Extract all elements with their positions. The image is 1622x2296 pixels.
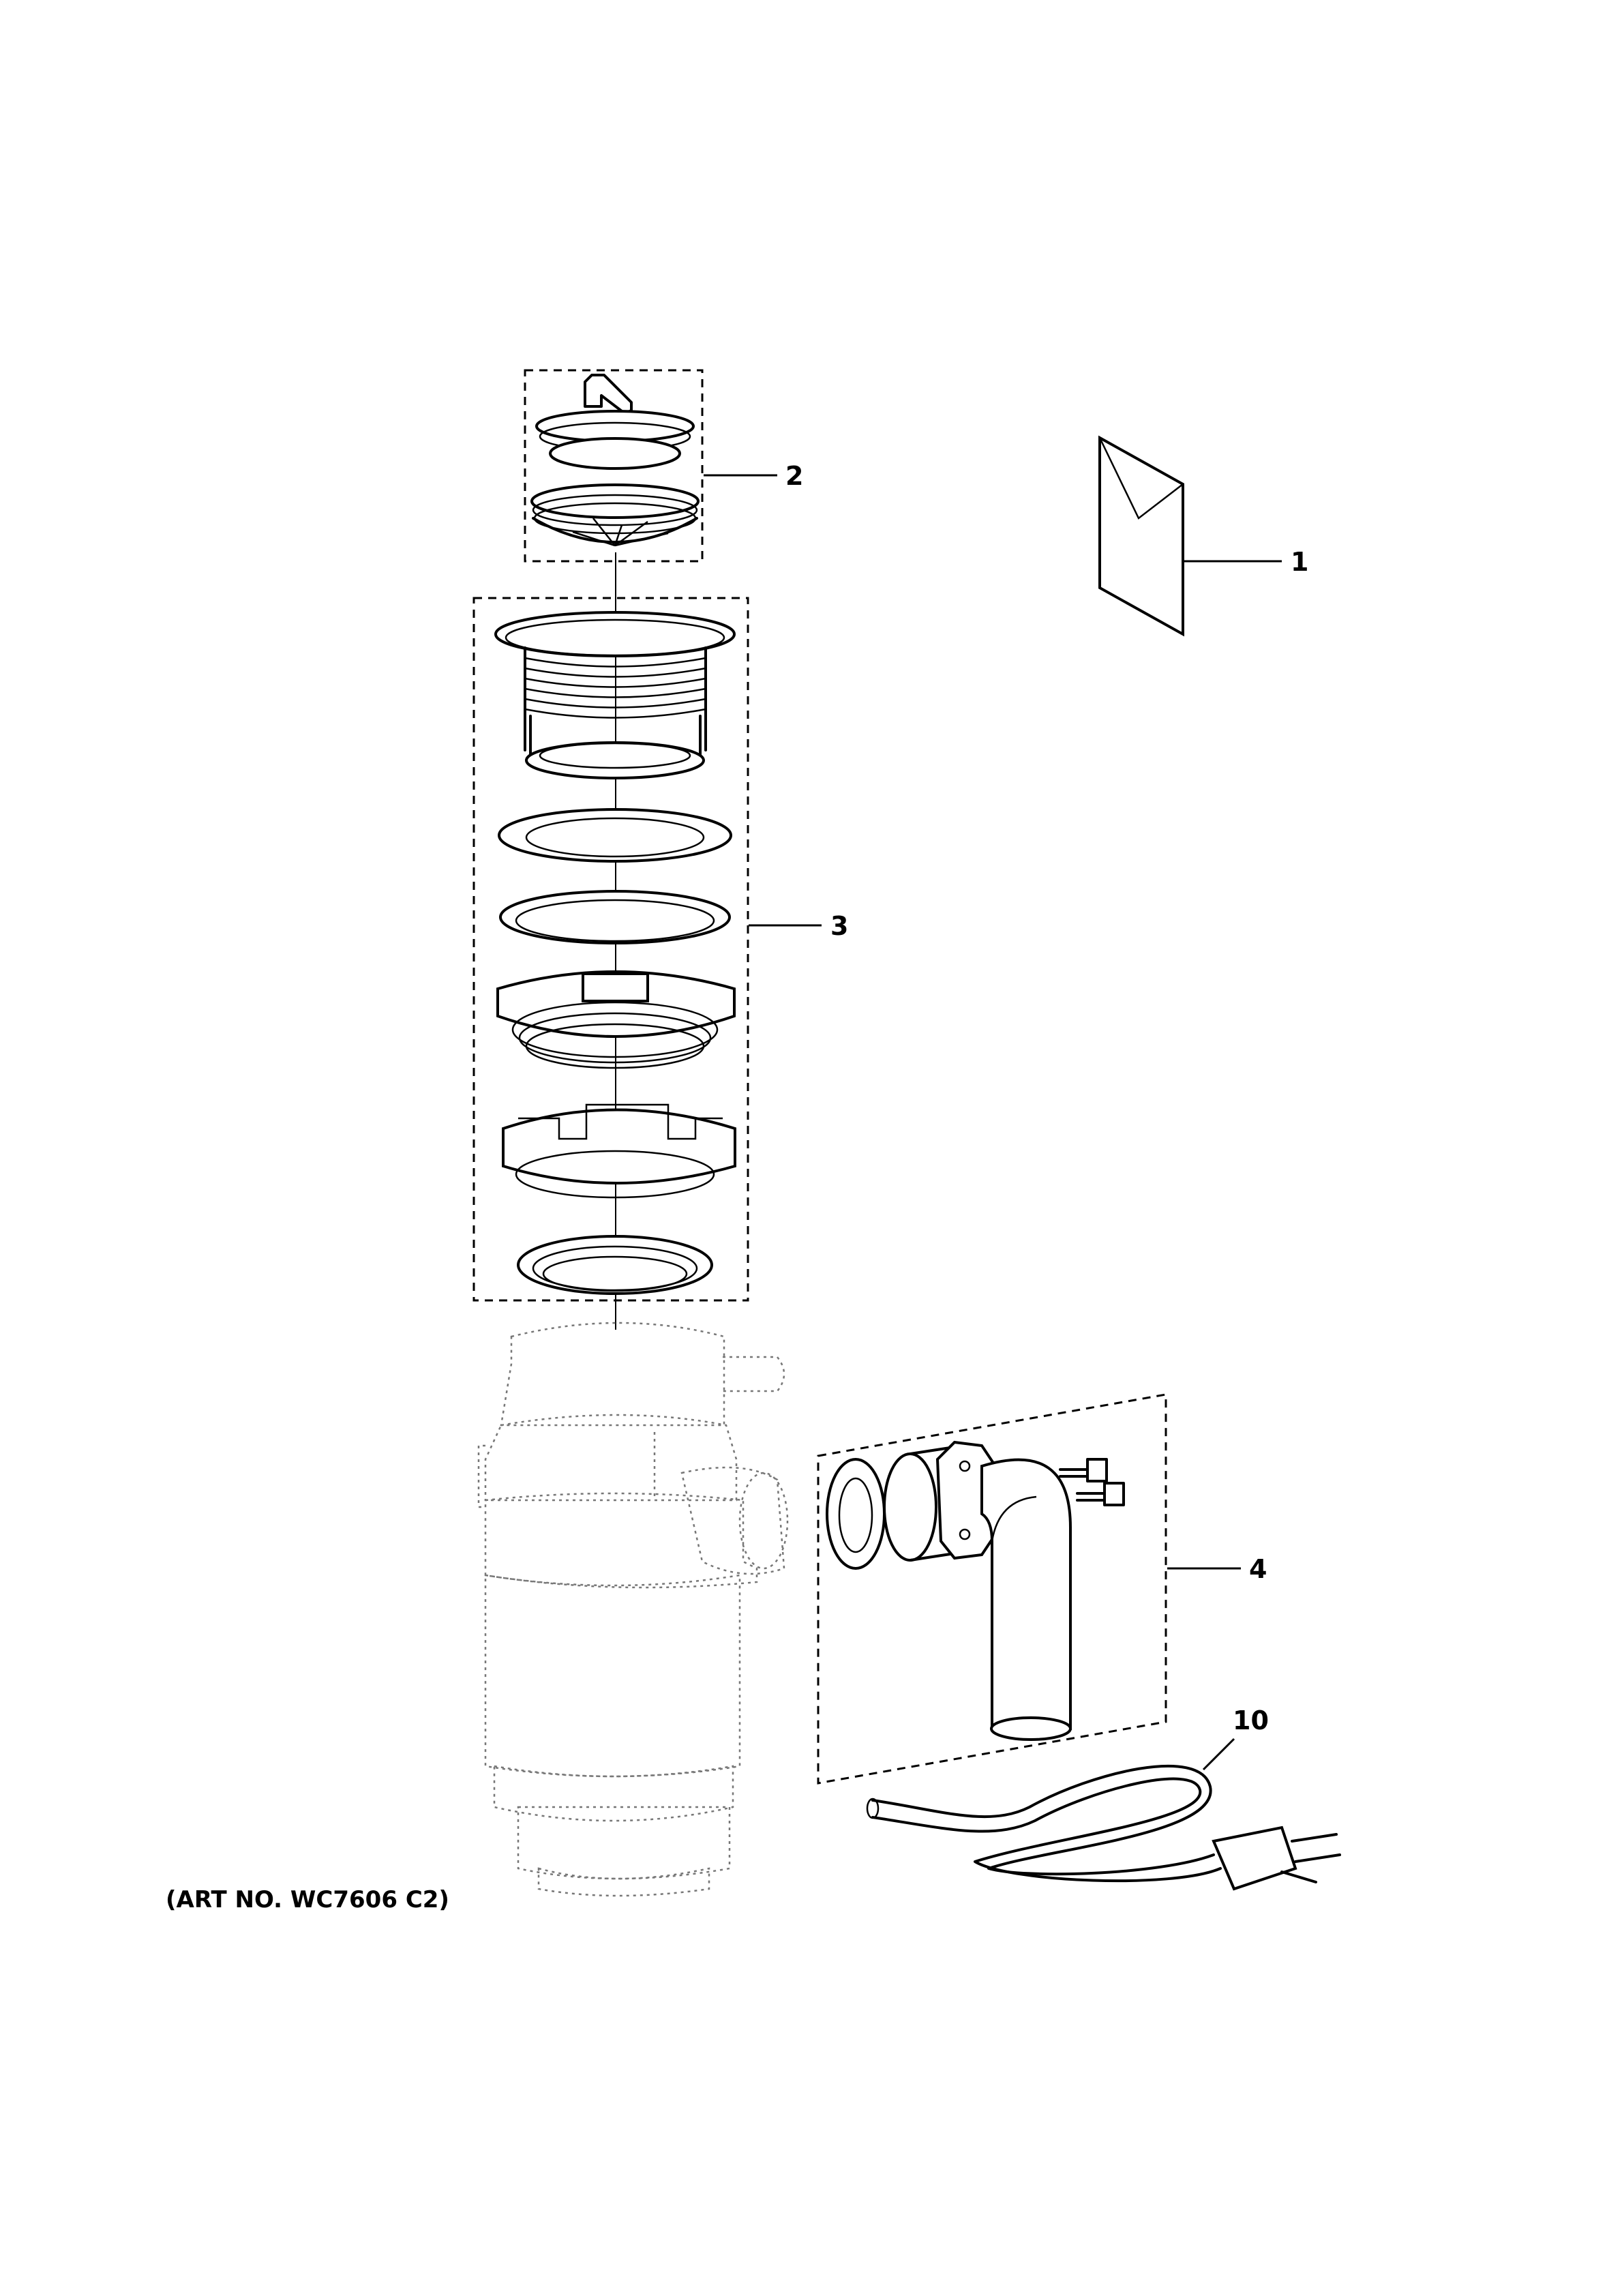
part-3-mounting-assembly: [472, 597, 822, 1302]
callout-4: 4: [1249, 1554, 1267, 1584]
callout-2: 2: [785, 461, 803, 491]
group-box-2: [524, 369, 704, 563]
group-box-4: [817, 1393, 1167, 1785]
callout-1: 1: [1291, 547, 1308, 577]
leader-line-10: [1202, 1738, 1235, 1771]
disposer-body-ghost: [477, 1322, 789, 1897]
art-number: (ART NO. WC7606 C2): [166, 1886, 449, 1913]
group-box-3: [472, 597, 749, 1302]
callout-3: 3: [830, 911, 848, 941]
part-10-power-cord: [866, 1738, 1341, 1891]
part-4-discharge-kit: [817, 1393, 1241, 1785]
part-2-stopper-group: [524, 369, 777, 563]
callout-10: 10: [1233, 1705, 1269, 1735]
part-1-literature: [1098, 435, 1282, 637]
